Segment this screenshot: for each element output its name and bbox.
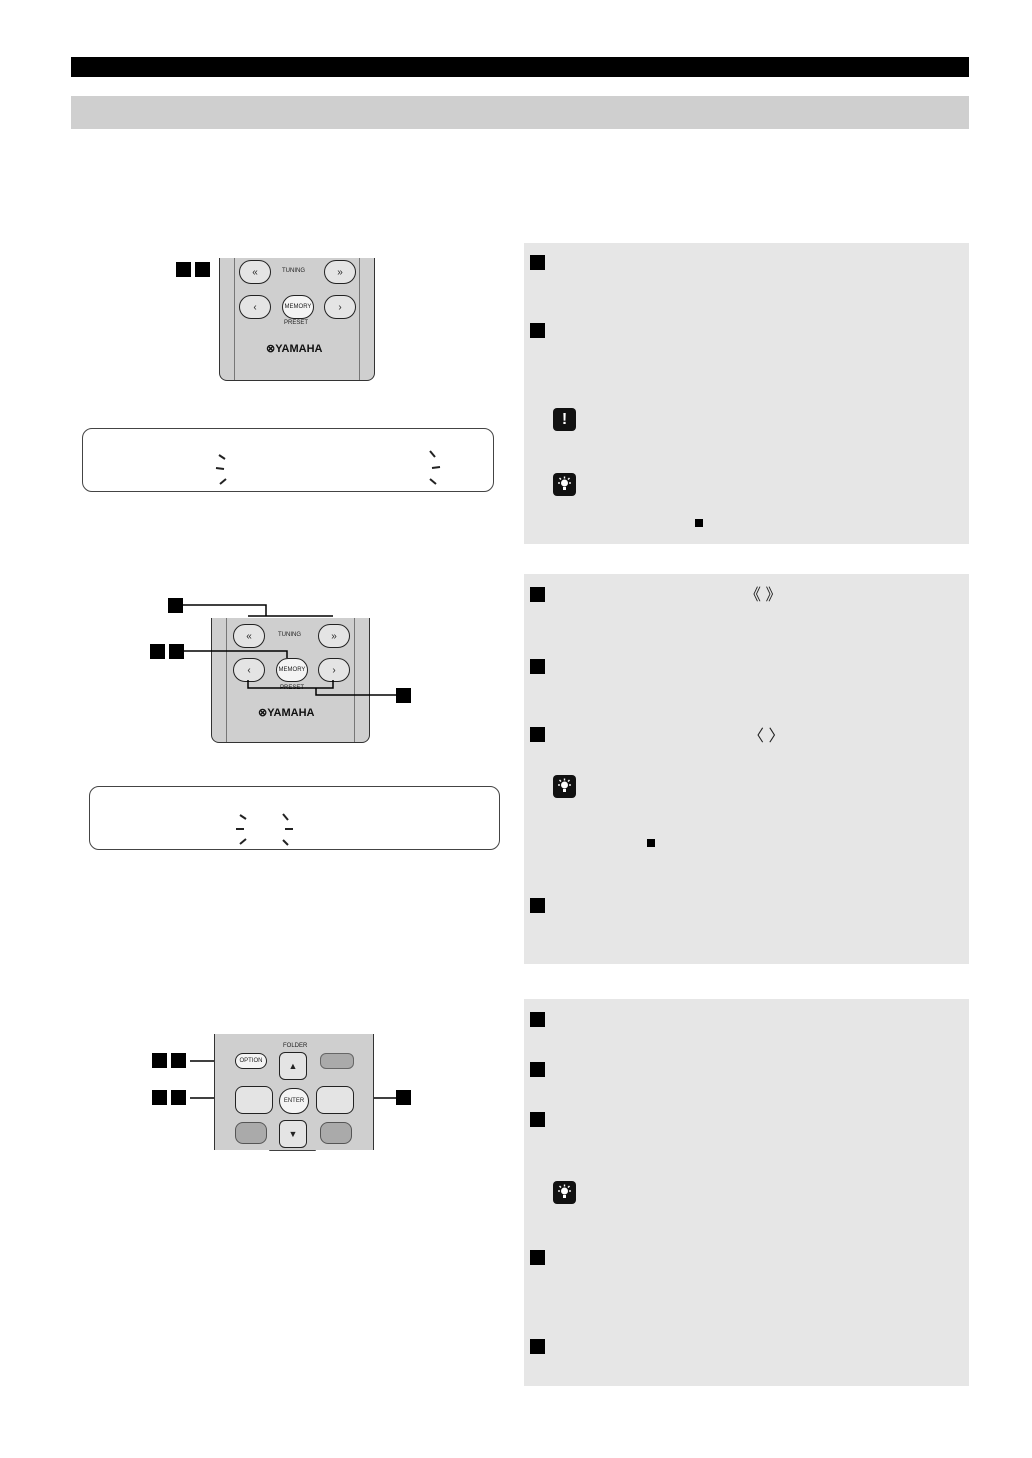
step-marker: [530, 898, 545, 913]
remote-illustration-bottom: FOLDER OPTION ▲ ENTER ▼: [214, 1034, 374, 1150]
repeat-button: [320, 1053, 354, 1069]
tuning-back-button: «: [233, 624, 265, 648]
instruction-panel-1: [524, 243, 969, 544]
brand-name: YAMAHA: [267, 707, 315, 719]
enter-button: ENTER: [279, 1088, 309, 1114]
front-display-illustration: [89, 786, 500, 850]
remote-illustration-top: « TUNING » ‹ MEMORY › PRESET ⊗YAMAHA: [219, 258, 375, 381]
step-marker: [171, 1053, 186, 1068]
front-display-illustration: [82, 428, 494, 492]
preset-forward-button: ›: [318, 658, 350, 682]
remote-illustration-middle: « TUNING » ‹ MEMORY › PRESET ⊗YAMAHA: [211, 618, 370, 743]
step-marker: [152, 1090, 167, 1105]
tuning-label: TUNING: [282, 268, 305, 274]
step-marker: [530, 1012, 545, 1027]
brand-logo: ⊗YAMAHA: [266, 342, 322, 355]
step-marker: [530, 1250, 545, 1265]
step-marker: [396, 688, 411, 703]
step-marker: [176, 262, 191, 277]
step-marker: [150, 644, 165, 659]
tuning-back-button: «: [239, 260, 271, 284]
tip-icon: [553, 775, 576, 798]
step-marker: [530, 255, 545, 270]
end-mark-icon: [647, 839, 655, 847]
step-marker: [530, 1112, 545, 1127]
end-mark-icon: [695, 519, 703, 527]
step-marker: [530, 1062, 545, 1077]
step-marker: [530, 323, 545, 338]
preset-arrows-glyph: 〈 〉: [748, 728, 785, 745]
play-pause-button: [320, 1122, 352, 1144]
step-marker: [195, 262, 210, 277]
header-bar: [71, 57, 969, 77]
step-marker: [530, 727, 545, 742]
tuning-arrows-glyph: 《 》: [745, 587, 782, 604]
preset-label: PRESET: [284, 320, 309, 326]
stop-button: [235, 1122, 267, 1144]
tuning-forward-button: »: [318, 624, 350, 648]
step-marker: [171, 1090, 186, 1105]
memory-button: MEMORY: [282, 295, 314, 319]
instruction-panel-3: [524, 999, 969, 1386]
preset-forward-button: ›: [324, 295, 356, 319]
folder-down-button: ▼: [279, 1120, 307, 1148]
brand-logo: ⊗YAMAHA: [258, 706, 314, 719]
tuning-forward-button: »: [324, 260, 356, 284]
skip-forward-button: [316, 1086, 354, 1114]
tip-icon: [553, 473, 576, 496]
caution-icon: !: [553, 408, 576, 431]
step-marker: [152, 1053, 167, 1068]
step-marker: [168, 598, 183, 613]
brand-mark: ⊗: [258, 707, 268, 719]
tuning-label: TUNING: [278, 632, 301, 638]
preset-back-button: ‹: [239, 295, 271, 319]
step-marker: [530, 659, 545, 674]
blink-marks: [215, 450, 441, 485]
preset-back-button: ‹: [233, 658, 265, 682]
step-marker: [169, 644, 184, 659]
section-bar: [71, 96, 969, 129]
step-marker: [530, 1339, 545, 1354]
blink-marks: [236, 813, 293, 846]
folder-label: FOLDER: [283, 1043, 308, 1049]
tip-icon: [553, 1181, 576, 1204]
step-marker: [530, 587, 545, 602]
step-marker: [396, 1090, 411, 1105]
option-button: OPTION: [235, 1053, 267, 1069]
brand-name: YAMAHA: [275, 343, 323, 355]
skip-back-button: [235, 1086, 273, 1114]
memory-button: MEMORY: [276, 658, 308, 682]
instruction-panel-2: [524, 574, 969, 964]
brand-mark: ⊗: [266, 343, 276, 355]
folder-up-button: ▲: [279, 1052, 307, 1080]
